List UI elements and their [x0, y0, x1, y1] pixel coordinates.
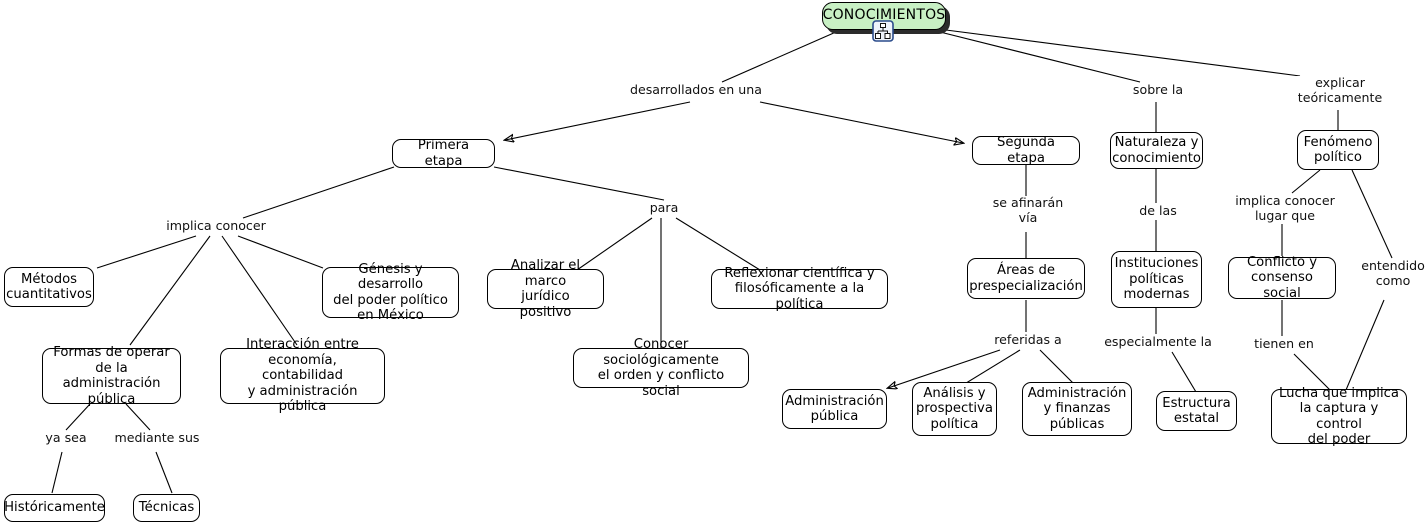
node-metodos-cuantitativos[interactable]: Métodos cuantitativos [4, 267, 94, 307]
line-primera-para [493, 166, 665, 201]
link-label-desarrollados-en-una: desarrollados en una [624, 82, 768, 98]
node-lucha-captura-poder[interactable]: Lucha que implica la captura y control d… [1271, 386, 1407, 447]
link-label-entendido-como: entendido como [1356, 258, 1426, 289]
node-historicamente[interactable]: Históricamente [4, 494, 105, 522]
line-entendido-lucha [1345, 299, 1385, 391]
line-implica-interaccion [221, 235, 298, 346]
node-administracion-publica[interactable]: Administración pública [782, 389, 887, 429]
node-analizar-marco[interactable]: Analizar el marco jurídico positivo [487, 258, 604, 320]
line-para-reflexionar [675, 217, 761, 271]
link-label-implica-conocer: implica conocer [164, 218, 268, 234]
node-conocer-sociologicamente[interactable]: Conocer sociológicamente el orden y conf… [573, 337, 749, 399]
node-interaccion-economia[interactable]: Interacción entre economía, contabilidad… [220, 337, 385, 414]
line-formas-yasea [65, 403, 91, 431]
line-desarrollados-primera [505, 101, 691, 140]
line-implica-metodos [96, 235, 197, 269]
node-estructura-estatal[interactable]: Estructura estatal [1156, 391, 1237, 431]
line-referidas-analisis [957, 349, 1021, 389]
line-mediante-tecnicas [155, 451, 173, 494]
line-yasea-historicamente [51, 451, 63, 494]
line-formas-mediante [125, 403, 151, 431]
line-root-desarrollados [721, 31, 837, 83]
line-referidas-adminfinanzas [1039, 349, 1079, 389]
line-desarrollados-segunda [759, 101, 963, 143]
node-primera-etapa[interactable]: Primera etapa [392, 138, 495, 169]
node-conflicto-consenso[interactable]: Conflicto y consenso social [1228, 255, 1336, 301]
node-areas-prespecializacion[interactable]: Áreas de prespecialización [967, 258, 1085, 299]
line-fenomeno-entendido [1351, 169, 1393, 259]
node-analisis-prospectiva[interactable]: Análisis y prospectiva política [912, 382, 997, 436]
link-label-sobre-la: sobre la [1124, 82, 1192, 98]
line-tienenen-lucha [1293, 353, 1331, 391]
node-naturaleza-conocimiento[interactable]: Naturaleza y conocimiento [1110, 132, 1203, 169]
line-fenomeno-implicalugar [1291, 169, 1321, 194]
line-root-sobrela [939, 31, 1141, 83]
line-para-analizar [576, 217, 653, 271]
link-label-mediante-sus: mediante sus [110, 430, 204, 446]
node-fenomeno-politico[interactable]: Fenómeno político [1297, 130, 1379, 170]
line-root-explicar [945, 29, 1301, 77]
node-formas-operar[interactable]: Formas de operar de la administración pú… [42, 345, 181, 407]
link-label-para: para [640, 200, 688, 216]
node-segunda-etapa[interactable]: Segunda etapa [972, 135, 1080, 166]
link-label-referidas-a: referidas a [986, 332, 1070, 348]
link-label-implica-conocer-lugar-que: implica conocer lugar que [1228, 193, 1342, 224]
node-tecnicas[interactable]: Técnicas [133, 494, 200, 522]
line-implica-formas [129, 235, 211, 346]
line-referidas-adminpublica [888, 349, 1001, 388]
link-label-de-las: de las [1130, 203, 1186, 219]
line-especialmente-estructura [1171, 351, 1197, 393]
node-reflexionar-cientifica[interactable]: Reflexionar científica y filosóficamente… [711, 266, 888, 312]
node-instituciones-politicas[interactable]: Instituciones políticas modernas [1111, 251, 1202, 308]
link-label-explicar-teoricamente: explicar teóricamente [1288, 75, 1392, 106]
link-label-ya-sea: ya sea [38, 430, 94, 446]
line-implica-genesis [237, 235, 324, 269]
link-label-tienen-en: tienen en [1246, 336, 1322, 352]
node-administracion-finanzas[interactable]: Administración y finanzas públicas [1022, 382, 1132, 436]
node-conocimientos[interactable]: CONOCIMIENTOS [822, 2, 946, 30]
link-label-especialmente-la: especialmente la [1100, 334, 1216, 350]
link-label-se-afinaran-via: se afinarán vía [981, 195, 1075, 226]
line-primera-implica [242, 166, 395, 219]
node-genesis-desarrollo[interactable]: Génesis y desarrollo del poder político … [322, 262, 459, 323]
hierarchy-tree-icon[interactable] [872, 20, 894, 42]
